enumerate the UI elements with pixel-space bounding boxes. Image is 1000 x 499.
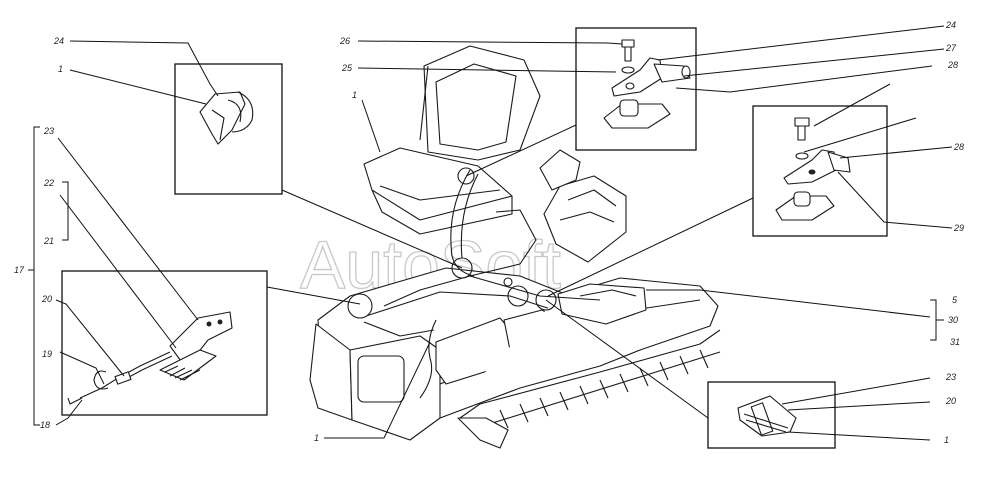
detail-box-connector	[707, 381, 836, 449]
callout-21: 21	[43, 236, 54, 246]
callout-19: 19	[42, 349, 52, 359]
detail-box-handle	[174, 63, 283, 195]
callout-25: 25	[341, 63, 353, 73]
detail-box-bracket-top	[575, 27, 697, 151]
callout-20: 20	[945, 396, 956, 406]
callout-28: 28	[953, 142, 964, 152]
callout-17: 17	[14, 265, 25, 275]
callout-23: 23	[43, 126, 54, 136]
callout-26: 26	[339, 36, 350, 46]
callout-1: 1	[352, 90, 357, 100]
tractor-body	[309, 45, 721, 449]
callout-30: 30	[948, 315, 958, 325]
callout-1: 1	[314, 433, 319, 443]
detail-box-pedal	[61, 270, 268, 416]
callout-labels: 24 1 26 25 1 24 27 28 28 29 23 22 21 17 …	[14, 20, 964, 445]
callout-5: 5	[952, 295, 958, 305]
callout-24: 24	[945, 20, 956, 30]
callout-24: 24	[53, 36, 64, 46]
callout-18: 18	[40, 420, 50, 430]
callout-31: 31	[950, 337, 960, 347]
leader-lines	[28, 25, 953, 441]
callout-23: 23	[945, 372, 956, 382]
callout-20: 20	[41, 294, 52, 304]
callout-1: 1	[944, 435, 949, 445]
callout-22: 22	[43, 178, 54, 188]
callout-27: 27	[945, 43, 957, 53]
callout-29: 29	[953, 223, 964, 233]
callout-28: 28	[947, 60, 958, 70]
callout-1: 1	[58, 64, 63, 74]
detail-box-bracket-right	[752, 105, 888, 237]
